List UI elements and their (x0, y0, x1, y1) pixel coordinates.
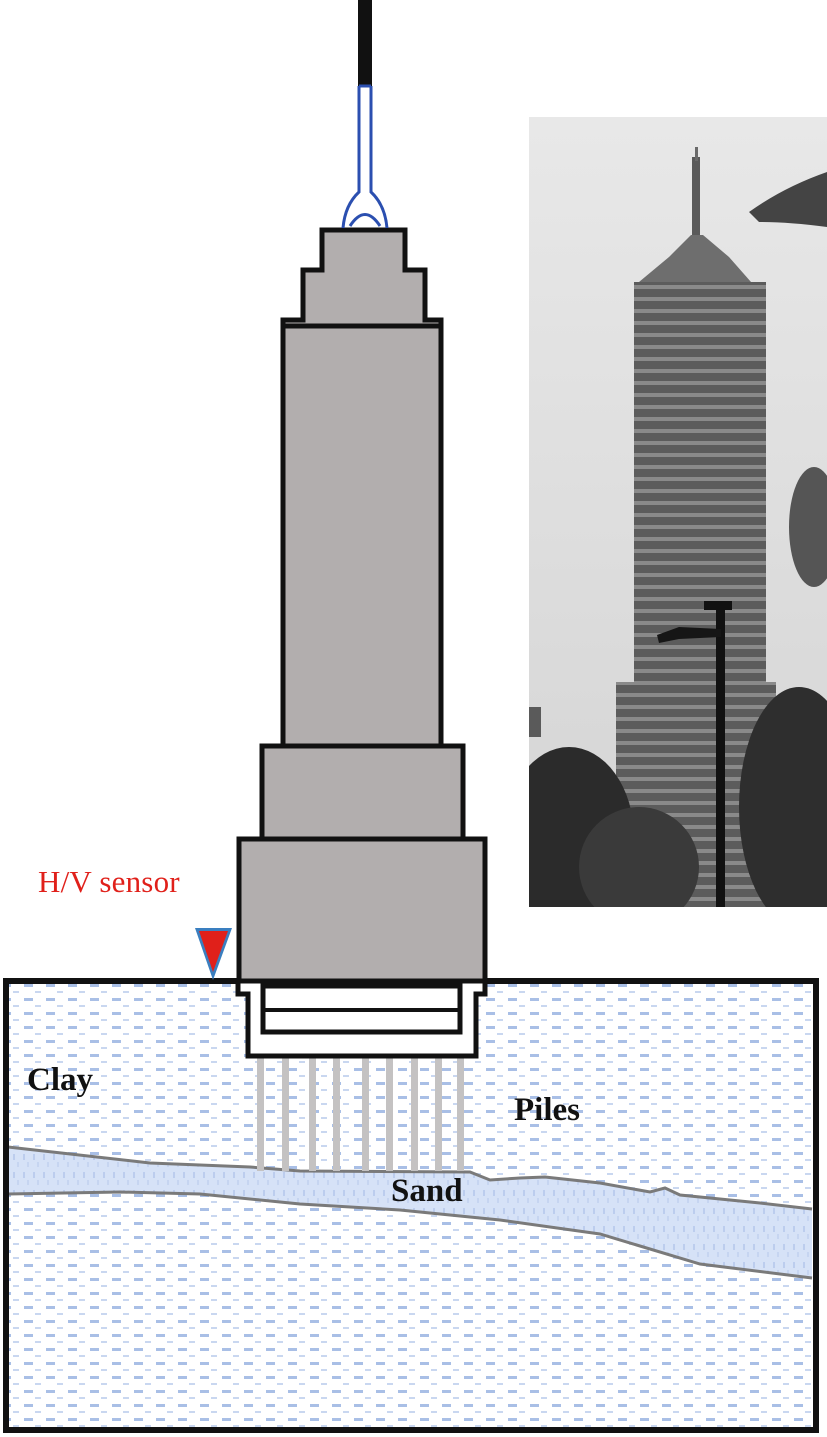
foundation-box (235, 978, 488, 1059)
tower-building (236, 227, 488, 984)
tower-photograph (529, 117, 827, 907)
tower-lower-setback (259, 743, 466, 842)
piles (257, 1058, 464, 1171)
inverted-triangle-icon (195, 928, 232, 980)
tower-crown (280, 227, 444, 329)
sand-label: Sand (391, 1173, 463, 1209)
tower-spire (341, 0, 389, 229)
clay-label: Clay (27, 1062, 93, 1098)
piles-label: Piles (514, 1092, 580, 1128)
tower-podium (236, 836, 488, 984)
tower-main-shaft (280, 323, 444, 749)
hv-sensor-label: H/V sensor (38, 864, 180, 899)
